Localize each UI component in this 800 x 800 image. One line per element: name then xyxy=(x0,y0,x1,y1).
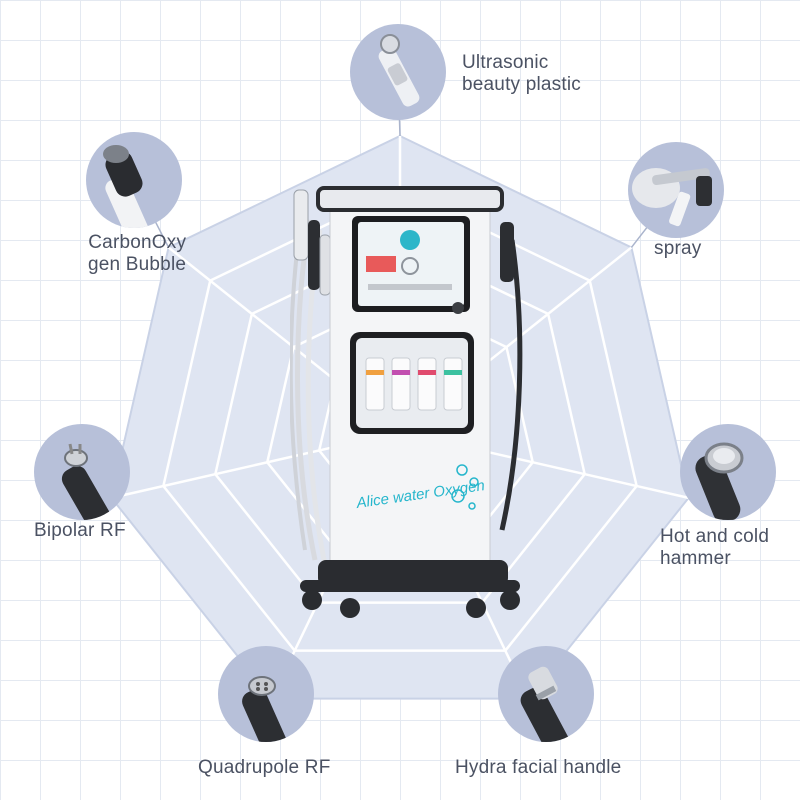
carbon-oxygen-label-line-1: CarbonOxy xyxy=(88,232,187,253)
spray-gun-icon xyxy=(632,168,712,227)
hydra-handle-icon xyxy=(520,666,570,742)
hydra-label: Hydra facial handle xyxy=(455,757,621,779)
spray-gun-circle xyxy=(628,142,724,238)
ultrasonic-label-line-2: beauty plastic xyxy=(462,74,581,95)
bipolar-rf-icon xyxy=(61,443,113,520)
bipolar-label-line-1: Bipolar RF xyxy=(34,520,126,541)
web-ring-2 xyxy=(213,241,587,604)
carbon-oxygen-bubble-circle xyxy=(86,132,182,228)
hydra-label-line-1: Hydra facial handle xyxy=(455,757,622,778)
quadrupole-rf-circle xyxy=(218,646,314,742)
ultrasonic-label: Ultrasonic beauty plastic xyxy=(462,52,581,96)
quadrupole-label: Quadrupole RF xyxy=(198,757,331,779)
carbon-oxygen-label-line-2: gen Bubble xyxy=(88,254,187,275)
bipolar-label: Bipolar RF xyxy=(34,520,126,542)
hammer-label-line-1: Hot and cold xyxy=(660,526,770,547)
hydra-handle-circle xyxy=(498,646,594,742)
beauty-machine-illustration xyxy=(290,186,523,618)
carbon-oxygen-label: CarbonOxy gen Bubble xyxy=(88,232,186,276)
spray-label: spray xyxy=(654,238,701,260)
hammer-label-line-2: hammer xyxy=(660,548,731,569)
hammer-probe-icon xyxy=(695,442,744,520)
quadrupole-rf-icon xyxy=(242,676,288,742)
carbon-oxygen-bubble-icon xyxy=(103,145,151,228)
ultrasonic-probe-circle xyxy=(350,24,446,120)
web-ring-1 xyxy=(162,187,638,652)
bipolar-rf-circle xyxy=(34,424,130,520)
ultrasonic-probe-icon xyxy=(378,34,420,107)
spray-label-line-1: spray xyxy=(654,238,702,259)
hammer-probe-circle xyxy=(680,424,776,520)
quadrupole-label-line-1: Quadrupole RF xyxy=(198,757,331,778)
hammer-label: Hot and cold hammer xyxy=(660,526,769,570)
ultrasonic-label-line-1: Ultrasonic xyxy=(462,52,549,73)
